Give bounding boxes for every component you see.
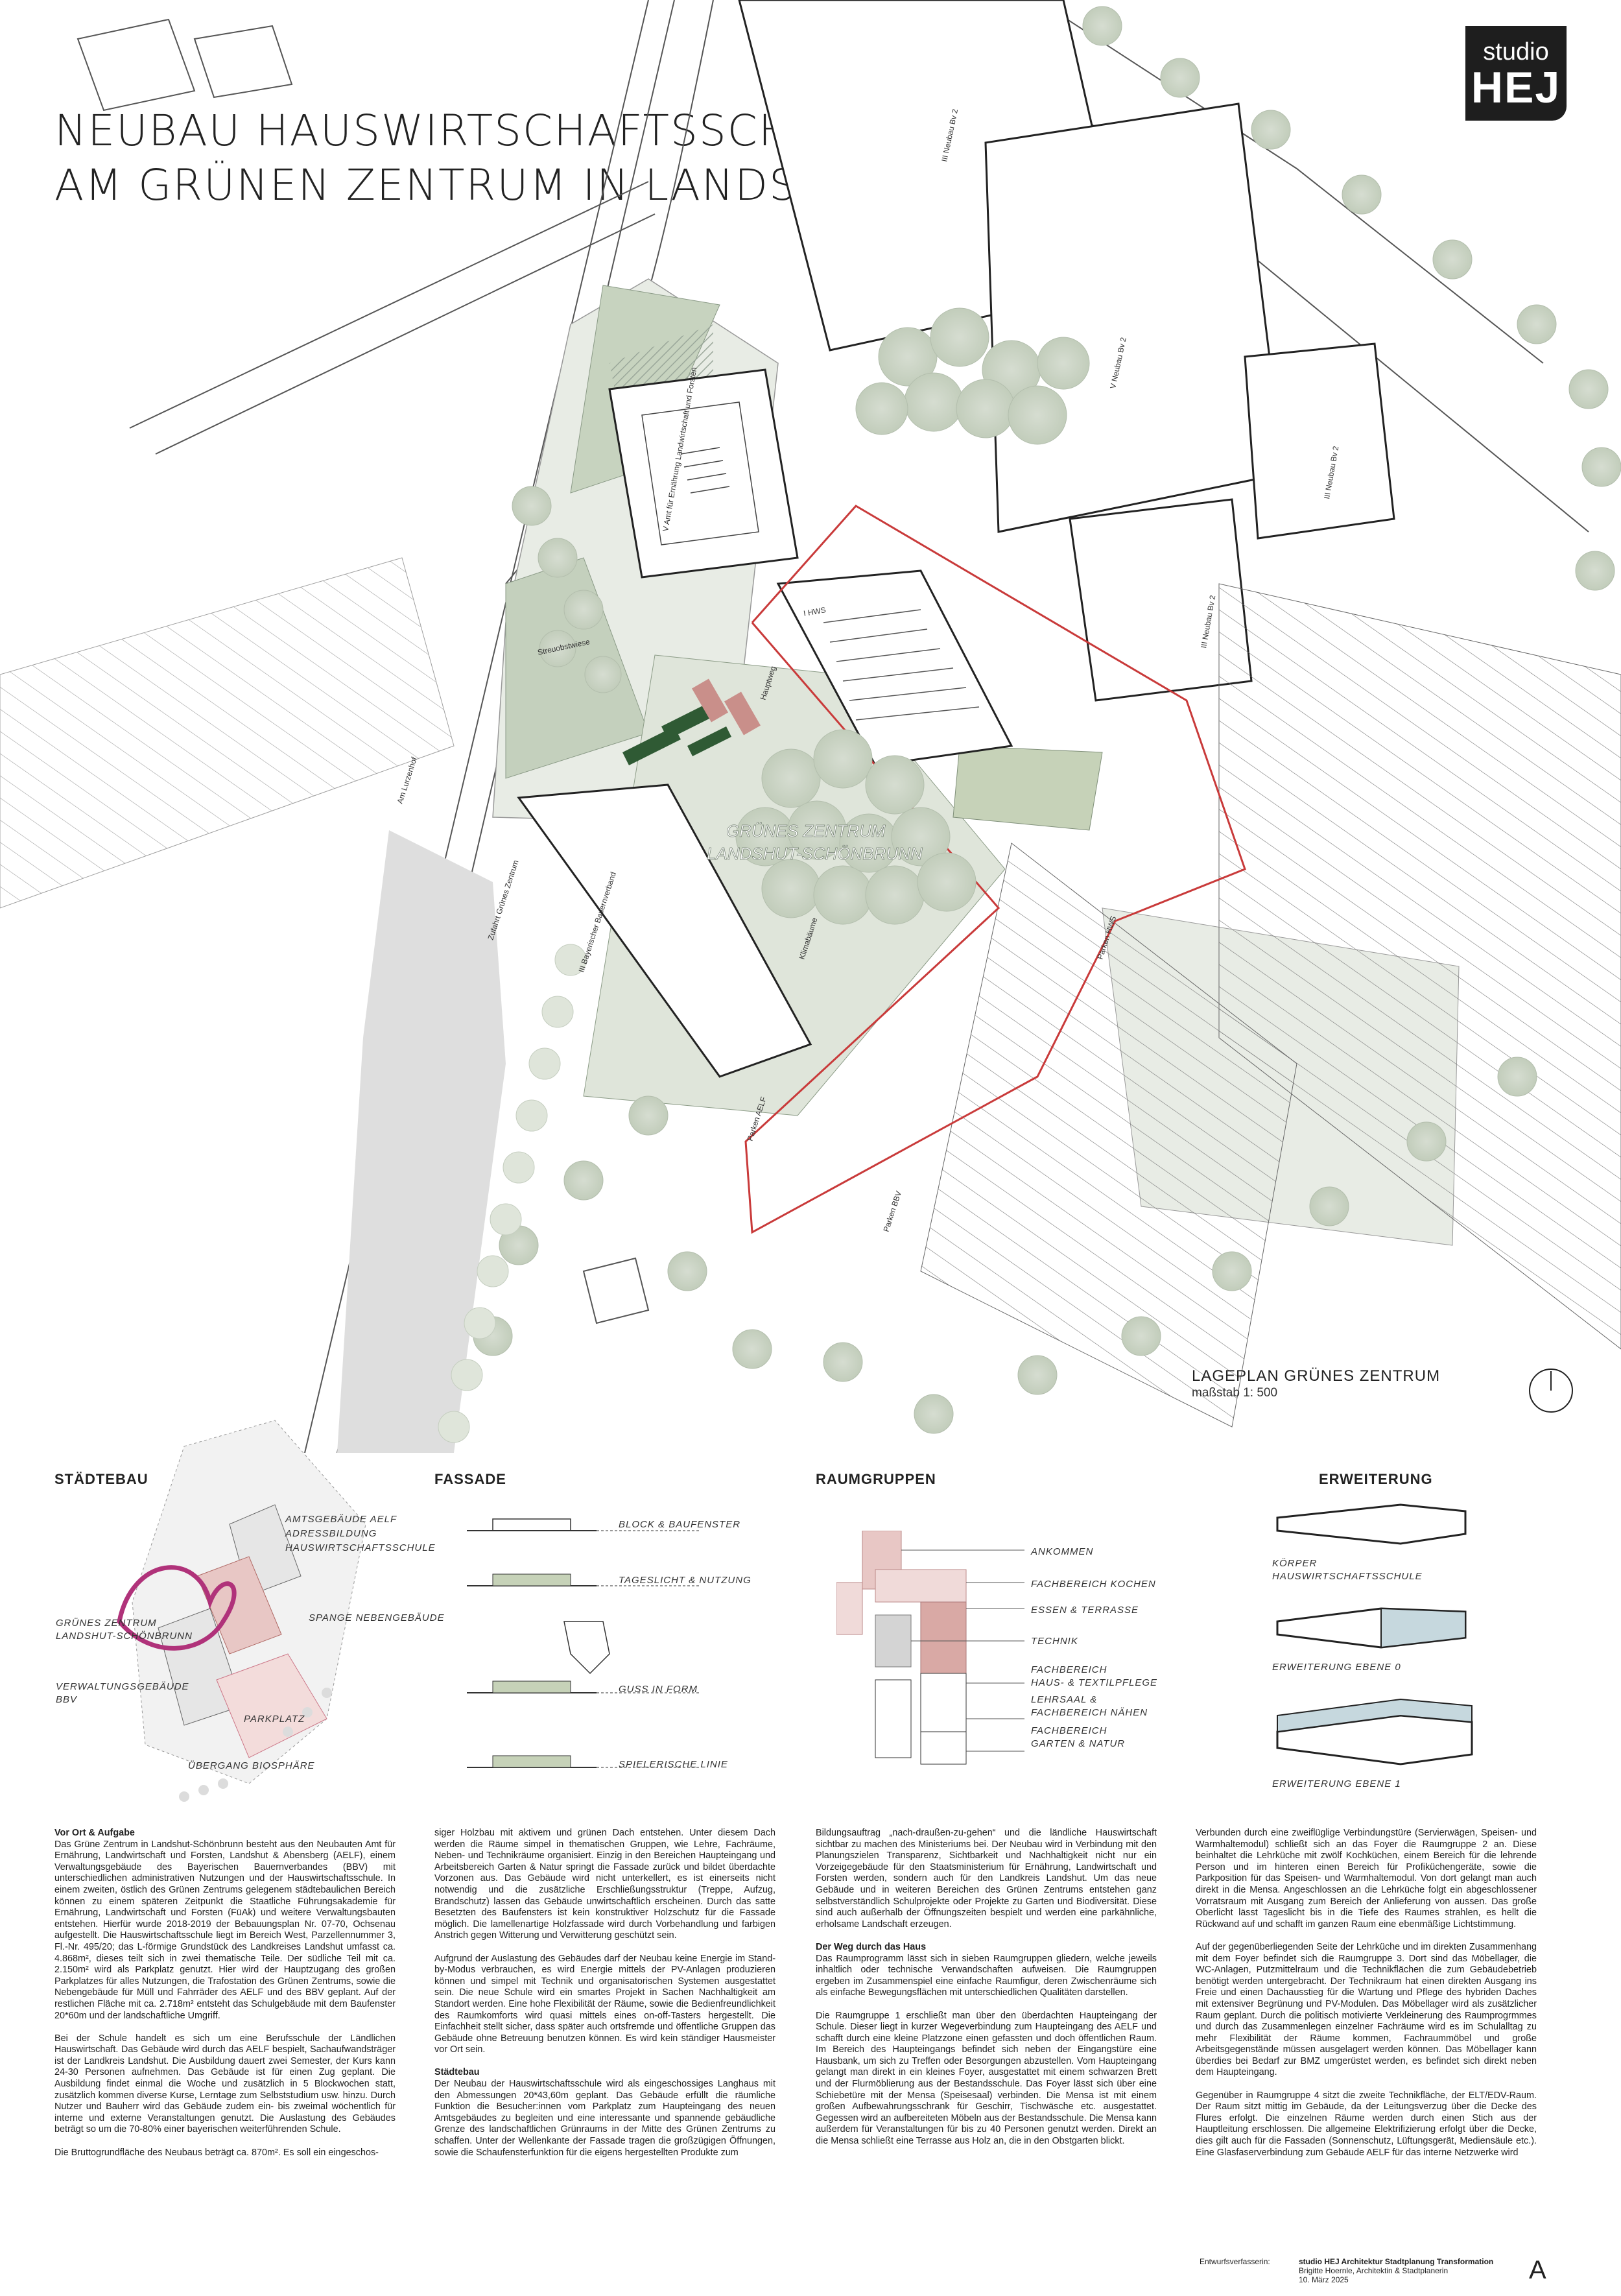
label-parken-bbv: Parken BBV [882,1190,904,1233]
staedtebau-label-5: SPANGE NEBENGEBÄUDE [309,1612,445,1623]
staedtebau-label-2: HAUSWIRTSCHAFTSSCHULE [285,1542,436,1553]
west-buildings [77,18,650,1324]
fassade-label-0: BLOCK & BAUFENSTER [619,1519,741,1530]
paragraph: Verbunden durch eine zweiflüglige Verbin… [1196,1828,1537,1930]
paragraph: Bei der Schule handelt es sich um eine B… [54,2033,396,2135]
section-title-fassade: FASSADE [434,1471,506,1487]
footer-line-2: Brigitte Hoernle, Architektin & Stadtpla… [1299,2266,1449,2275]
section-title-staedtebau: STÄDTEBAU [54,1471,148,1487]
heading-staedtebau: Städtebau [434,2067,480,2078]
staedtebau-label-1: ADRESSBILDUNG [285,1528,377,1539]
fassade-step-daylight [467,1573,700,1586]
plan-center-label-2: LANDSHUT-SCHÖNBRUNN [707,844,923,863]
trees [473,6,1621,1434]
raumgruppen-label-4: FACHBEREICH [1031,1664,1107,1675]
heading-weg-durch-das-haus: Der Weg durch das Haus [816,1941,927,1952]
plan-title: LAGEPLAN GRÜNES ZENTRUM [1192,1367,1441,1385]
raised-beds [692,678,761,735]
staedtebau-label-3: GRÜNES ZENTRUM [56,1618,157,1629]
building-hws [776,569,1013,767]
erweiterung-label-2: ERWEITERUNG EBENE 0 [1272,1662,1401,1673]
heading-vor-ort: Vor Ort & Aufgabe [54,1828,135,1838]
hws-roof-lines [823,609,980,721]
footer-line-1: studio HEJ Architektur Stadtplanung Tran… [1299,2257,1494,2266]
footer-label: Entwurfsverfasserin: [1200,2257,1270,2266]
aelf-courtyard [641,401,759,545]
text-column-3: Bildungsauftrag „nach-draußen-zu-gehen“ … [816,1828,1157,2158]
label-hws: I HWS [803,605,827,618]
parking-west [0,557,455,909]
building-neubau-bv2-b [984,102,1285,533]
fassade-step-linie [467,1755,700,1768]
section-title-raumgruppen: RAUMGRUPPEN [816,1471,936,1487]
north-arrow-icon [1529,1369,1573,1413]
plan-scale: maßstab 1: 500 [1192,1386,1278,1400]
paragraph: siger Holzbau mit aktivem und grünen Dac… [434,1828,775,1941]
erweiterung-diagram [1276,1503,1473,1765]
fassade-label-1: TAGESLICHT & NUTZUNG [619,1575,751,1586]
staedtebau-diagram [117,1420,366,1802]
building-neubau-bv2-c [1244,342,1395,540]
raumgruppen-label-2: ESSEN & TERRASSE [1031,1605,1139,1616]
logo-line-2: HEJ [1471,63,1561,112]
logo-line-1: studio [1483,38,1549,66]
west-street-trees [438,944,587,1443]
staedtebau-label-6: VERWALTUNGSGEBÄUDE [56,1681,189,1692]
fassade-label-2: GUSS IN FORM [619,1684,698,1695]
text-column-4: Verbunden durch eine zweiflüglige Verbin… [1196,1828,1537,2170]
erweiterung-body [1276,1503,1467,1545]
erweiterung-ebene1 [1276,1698,1473,1765]
staedtebau-label-4: LANDSHUT-SCHÖNBRUNN [56,1631,193,1642]
raumgruppen-label-8: FACHBEREICH [1031,1725,1107,1736]
studio-logo: studio HEJ [1465,26,1567,121]
paragraph: Das Raumprogramm lässt sich in sieben Ra… [816,1953,1157,1998]
raumgruppen-label-1: FACHBEREICH KOCHEN [1031,1579,1156,1590]
text-column-2: siger Holzbau mit aktivem und grünen Dac… [434,1828,775,2170]
plan-center-label-1: GRÜNES ZENTRUM [726,821,886,841]
raumgruppen-label-6: LEHRSAAL & [1031,1694,1098,1705]
parking-south [920,843,1297,1428]
paragraph: Aufgrund der Auslastung des Gebäudes dar… [434,1953,775,2055]
raumgruppen-label-7: FACHBEREICH NÄHEN [1031,1707,1148,1718]
fassade-label-3: SPIELERISCHE LINIE [619,1759,728,1770]
building-aelf [608,368,799,579]
road-surface [337,830,506,1453]
erweiterung-label-3: ERWEITERUNG EBENE 1 [1272,1778,1401,1789]
footer-line-3: 10. März 2025 [1299,2275,1349,2284]
site-boundary [744,505,1246,1234]
section-title-erweiterung: ERWEITERUNG [1319,1471,1433,1487]
erweiterung-label-1: HAUSWIRTSCHAFTSSCHULE [1272,1571,1423,1582]
paragraph: Gegenüber in Raumgruppe 4 sitzt die zwei… [1196,2090,1537,2158]
paragraph: Auf der gegenüberliegenden Seite der Leh… [1196,1941,1537,2078]
paragraph: Bildungsauftrag „nach-draußen-zu-gehen“ … [816,1828,1157,1930]
text-column-1: Vor Ort & Aufgabe Das Grüne Zentrum in L… [54,1828,396,2170]
magenta-heart [117,1565,237,1651]
garden-area [952,745,1103,831]
building-bbv [517,783,812,1078]
title-line-1: NEUBAU HAUSWIRTSCHAFTSSCHULE [54,106,879,156]
footer-author: studio HEJ Architektur Stadtplanung Tran… [1299,2257,1493,2284]
erweiterung-label-0: KÖRPER [1272,1558,1318,1569]
raumgruppen-label-3: TECHNIK [1031,1636,1078,1647]
fassade-step-block [467,1518,700,1531]
paragraph: Der Neubau der Hauswirtschaftsschule wir… [434,2079,775,2158]
raumgruppen-label-5: HAUS- & TEXTILPFLEGE [1031,1677,1158,1688]
paragraph: Die Raumgruppe 1 erschließt man über den… [816,2010,1157,2147]
fassade-step-guss [467,1621,700,1693]
sheet-letter: A [1529,2256,1546,2284]
raumgruppen-label-9: GARTEN & NATUR [1031,1738,1126,1749]
staedtebau-label-0: AMTSGEBÄUDE AELF [285,1514,397,1525]
erweiterung-ebene0 [1276,1607,1467,1649]
parking-east [1218,583,1621,1350]
raumgruppen-diagram [836,1531,1024,1765]
parking-block [216,1653,327,1758]
staedtebau-label-8: PARKPLATZ [244,1714,305,1725]
paragraph: Das Grüne Zentrum in Landshut-Schönbrunn… [54,1839,396,2021]
paragraph: Die Bruttogrundfläche des Neubaus beträg… [54,2147,379,2158]
fassade-diagram [467,1518,700,1768]
staedtebau-label-9: ÜBERGANG BIOSPHÄRE [188,1760,315,1771]
raumgruppen-label-0: ANKOMMEN [1031,1546,1094,1557]
staedtebau-label-7: BBV [56,1694,78,1705]
site-plan: GRÜNES ZENTRUM LANDSHUT-SCHÖNBRUNN III N… [0,0,1621,1453]
